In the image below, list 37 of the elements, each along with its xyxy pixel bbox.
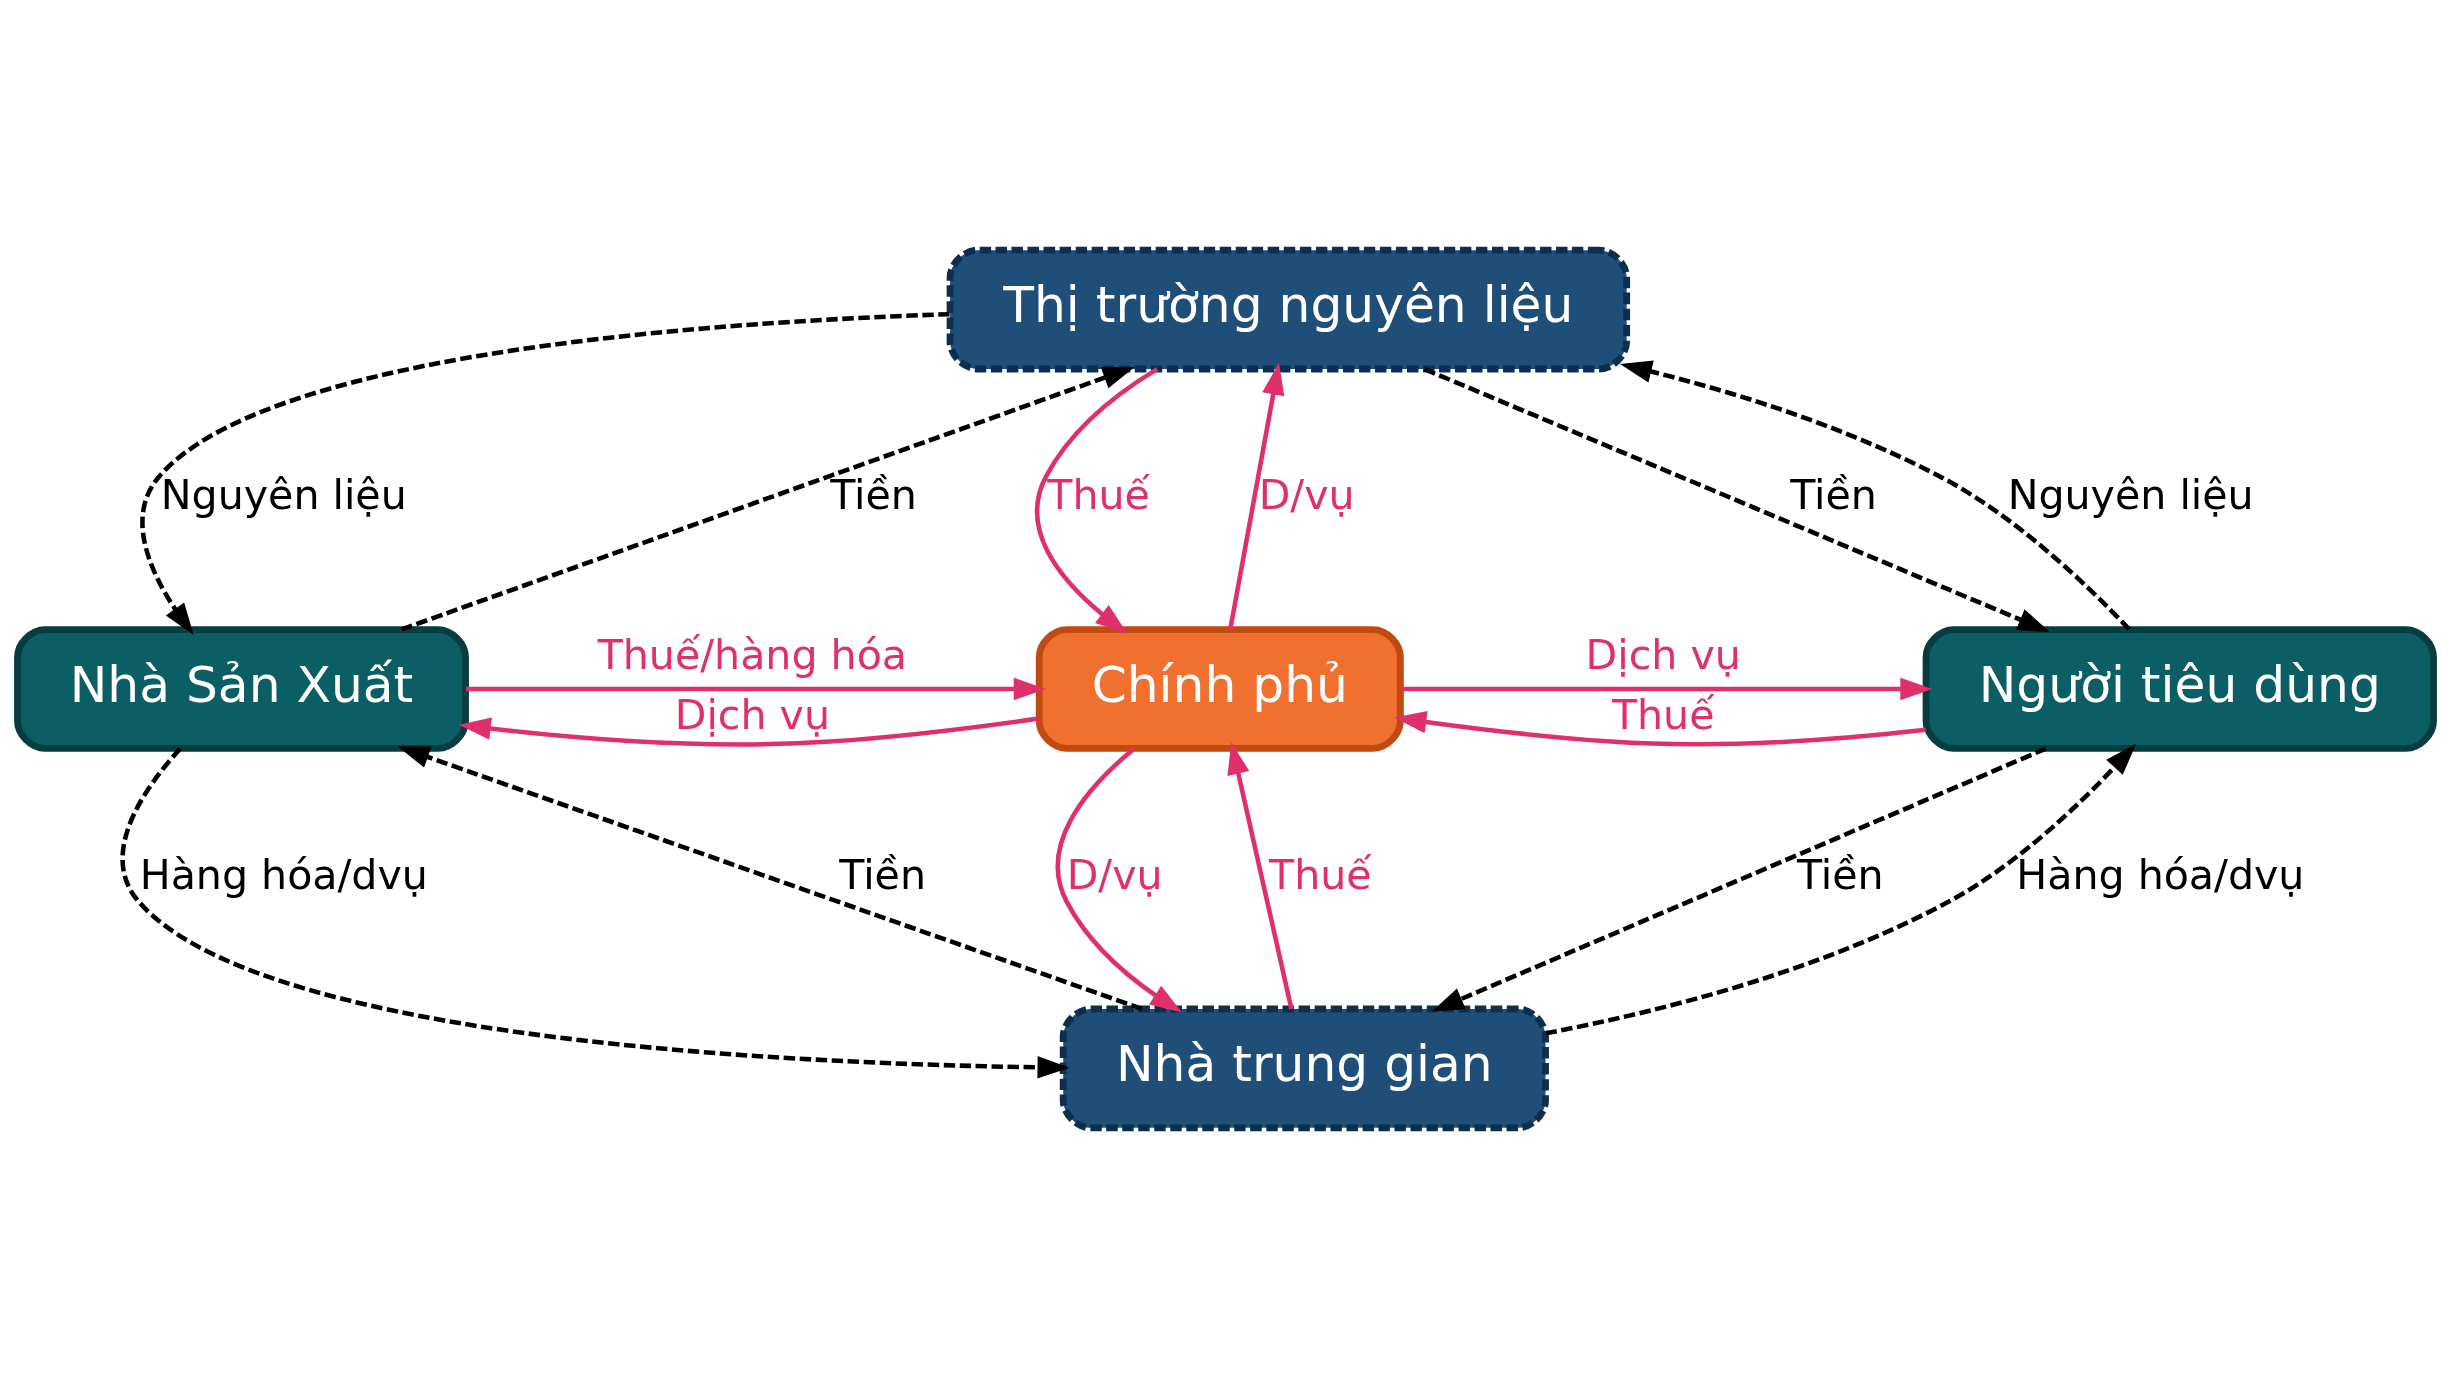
edge-label: Tiền	[1790, 470, 1877, 519]
arrow	[400, 366, 1135, 632]
edge-label: D/vụ	[1066, 850, 1163, 899]
arrow	[1619, 360, 2131, 631]
edge-label: Tiền	[830, 470, 917, 519]
arrow	[140, 311, 950, 635]
edge-label: Hàng hóa/dvụ	[2016, 850, 2305, 899]
edge-label: Hàng hóa/dvụ	[139, 850, 428, 899]
edge-label: D/vụ	[1258, 470, 1355, 519]
node-box: Nhà Sản Xuất	[14, 625, 469, 752]
node-box: Thị trường nguyên liệu	[946, 246, 1631, 372]
edge-label: Thuế	[1047, 470, 1150, 519]
edge-label: Dịch vụ	[1585, 630, 1741, 679]
arrow	[1545, 743, 2137, 1036]
arrow	[1423, 366, 2050, 632]
edge-label: Thuế/hàng hóa	[597, 630, 908, 679]
arrow	[1431, 746, 2047, 1012]
arrow	[1401, 677, 1933, 700]
node-box: Chính phủ	[1035, 625, 1404, 752]
arrow	[1228, 362, 1285, 630]
arrow	[465, 677, 1046, 700]
edge-label: Nguyên liệu	[160, 470, 407, 519]
edge-label: Nguyên liệu	[2007, 470, 2254, 519]
arrow	[1034, 366, 1159, 634]
arrow	[1055, 746, 1182, 1012]
arrow	[120, 746, 1070, 1079]
arrow	[1227, 741, 1294, 1009]
edge-label: Tiền	[839, 850, 926, 899]
edge-label: Thuế	[1269, 850, 1372, 899]
arrow	[458, 715, 1040, 747]
node-box: Nhà trung gian	[1059, 1005, 1549, 1131]
arrow	[1394, 710, 1926, 746]
edge-label: Dịch vụ	[674, 690, 830, 739]
edge-label: Thuế	[1611, 690, 1715, 739]
node-box: Người tiêu dùng	[1922, 625, 2437, 752]
arrow	[397, 745, 1143, 1011]
edge-label: Tiền	[1797, 850, 1884, 899]
